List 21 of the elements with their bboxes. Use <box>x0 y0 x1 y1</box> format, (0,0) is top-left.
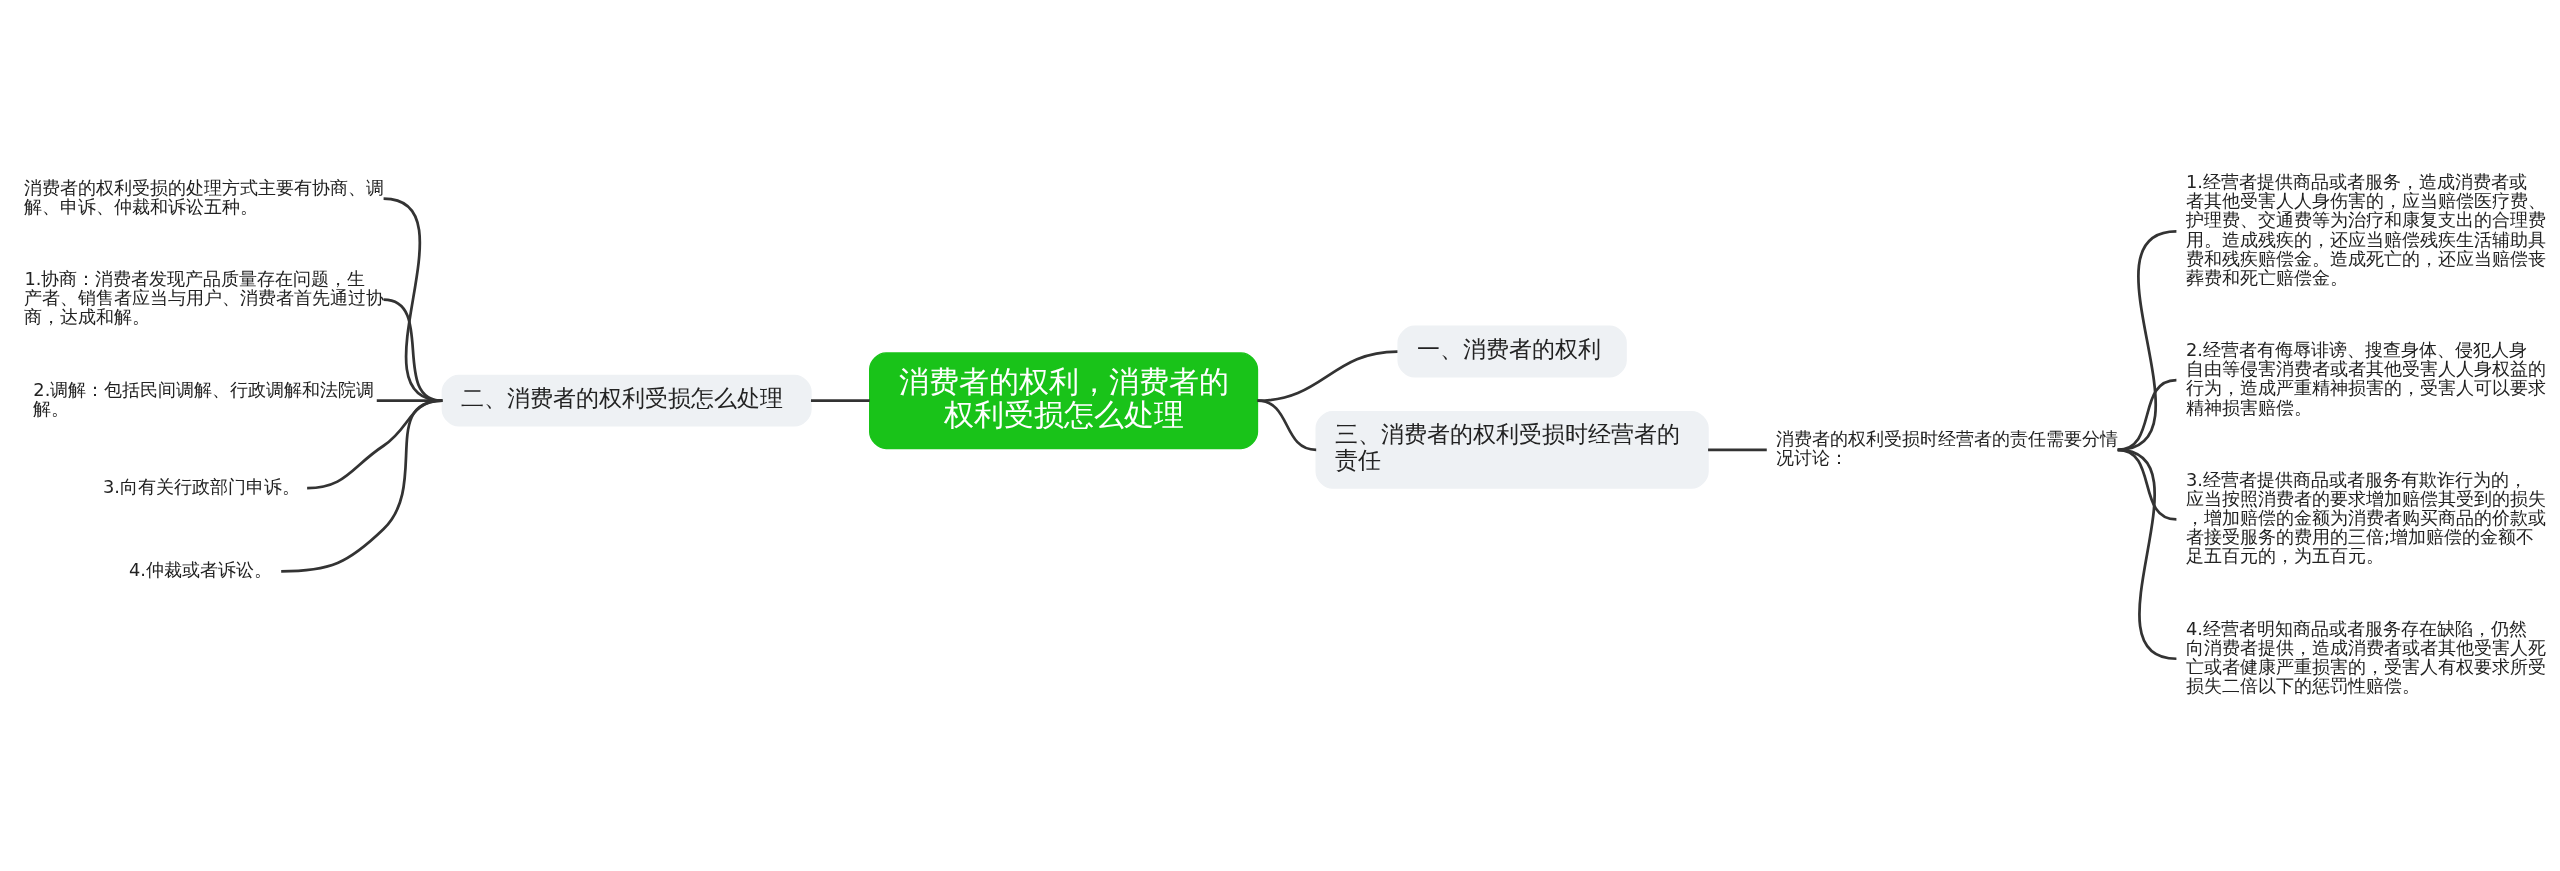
node-text: 4.仲裁或者诉讼。 <box>128 560 272 580</box>
connector <box>2117 378 2177 452</box>
node-box: 二、消费者的权利受损怎么处理 <box>441 374 812 427</box>
node-text: 2.经营者有侮辱诽谤、搜查身体、侵犯人身自由等侵害消费者或者其他受害人人身权益的行为，造成严重精神损害的，受害人可以要求精神损害赔偿。 <box>2185 340 2546 418</box>
connector <box>1257 399 1317 452</box>
node-text: 2.调解：包括民间调解、行政调解和法院调解。 <box>33 379 375 419</box>
node-box: 消费者的权利，消费者的权利受损怎么处理 <box>869 352 1259 450</box>
node-box: 一、消费者的权利 <box>1397 325 1627 378</box>
node-text: 消费者的权利受损的处理方式主要有协商、调解、申诉、仲裁和诉讼五种。 <box>24 177 385 217</box>
connector <box>2117 448 2177 661</box>
node-text: 1.经营者提供商品或者服务，造成消费者或者其他受害人人身伤害的，应当赔偿医疗费、护理费、交通费等为治疗和康复支出的合理费用。造成残疾的，还应当赔偿残疾生活辅助具费和残疾赔偿金。造成死亡的，还应当赔偿丧葬费和死亡赔偿金。 <box>2185 172 2546 288</box>
connector <box>810 399 870 403</box>
connector <box>1708 448 1767 452</box>
connector <box>2117 230 2177 452</box>
node-box: 三、消费者的权利受损时经营者的责任 <box>1315 410 1709 489</box>
connector <box>281 399 443 573</box>
node-text: 3.向有关行政部门申诉。 <box>103 476 300 497</box>
node-text: 3.经营者提供商品或者服务有欺诈行为的，应当按照消费者的要求增加赔偿其受到的损失，增加赔偿的金额为消费者购买商品的价款或者接受服务的费用的三倍;增加赔偿的金额不足五百元的，为五百元。 <box>2185 469 2546 567</box>
node-text: 4.经营者明知商品或者服务存在缺陷，仍然向消费者提供，造成消费者或者其他受害人死亡或者健康严重损害的，受害人有权要求所受损失二倍以下的惩罚性赔偿。 <box>2185 618 2546 697</box>
node-text: 消费者的权利受损时经营者的责任需要分情况讨论： <box>1776 428 2119 469</box>
node-text: 1.协商：消费者发现产品质量存在问题，生产者、销售者应当与用户、消费者首先通过协商，达成和解。 <box>24 269 385 328</box>
